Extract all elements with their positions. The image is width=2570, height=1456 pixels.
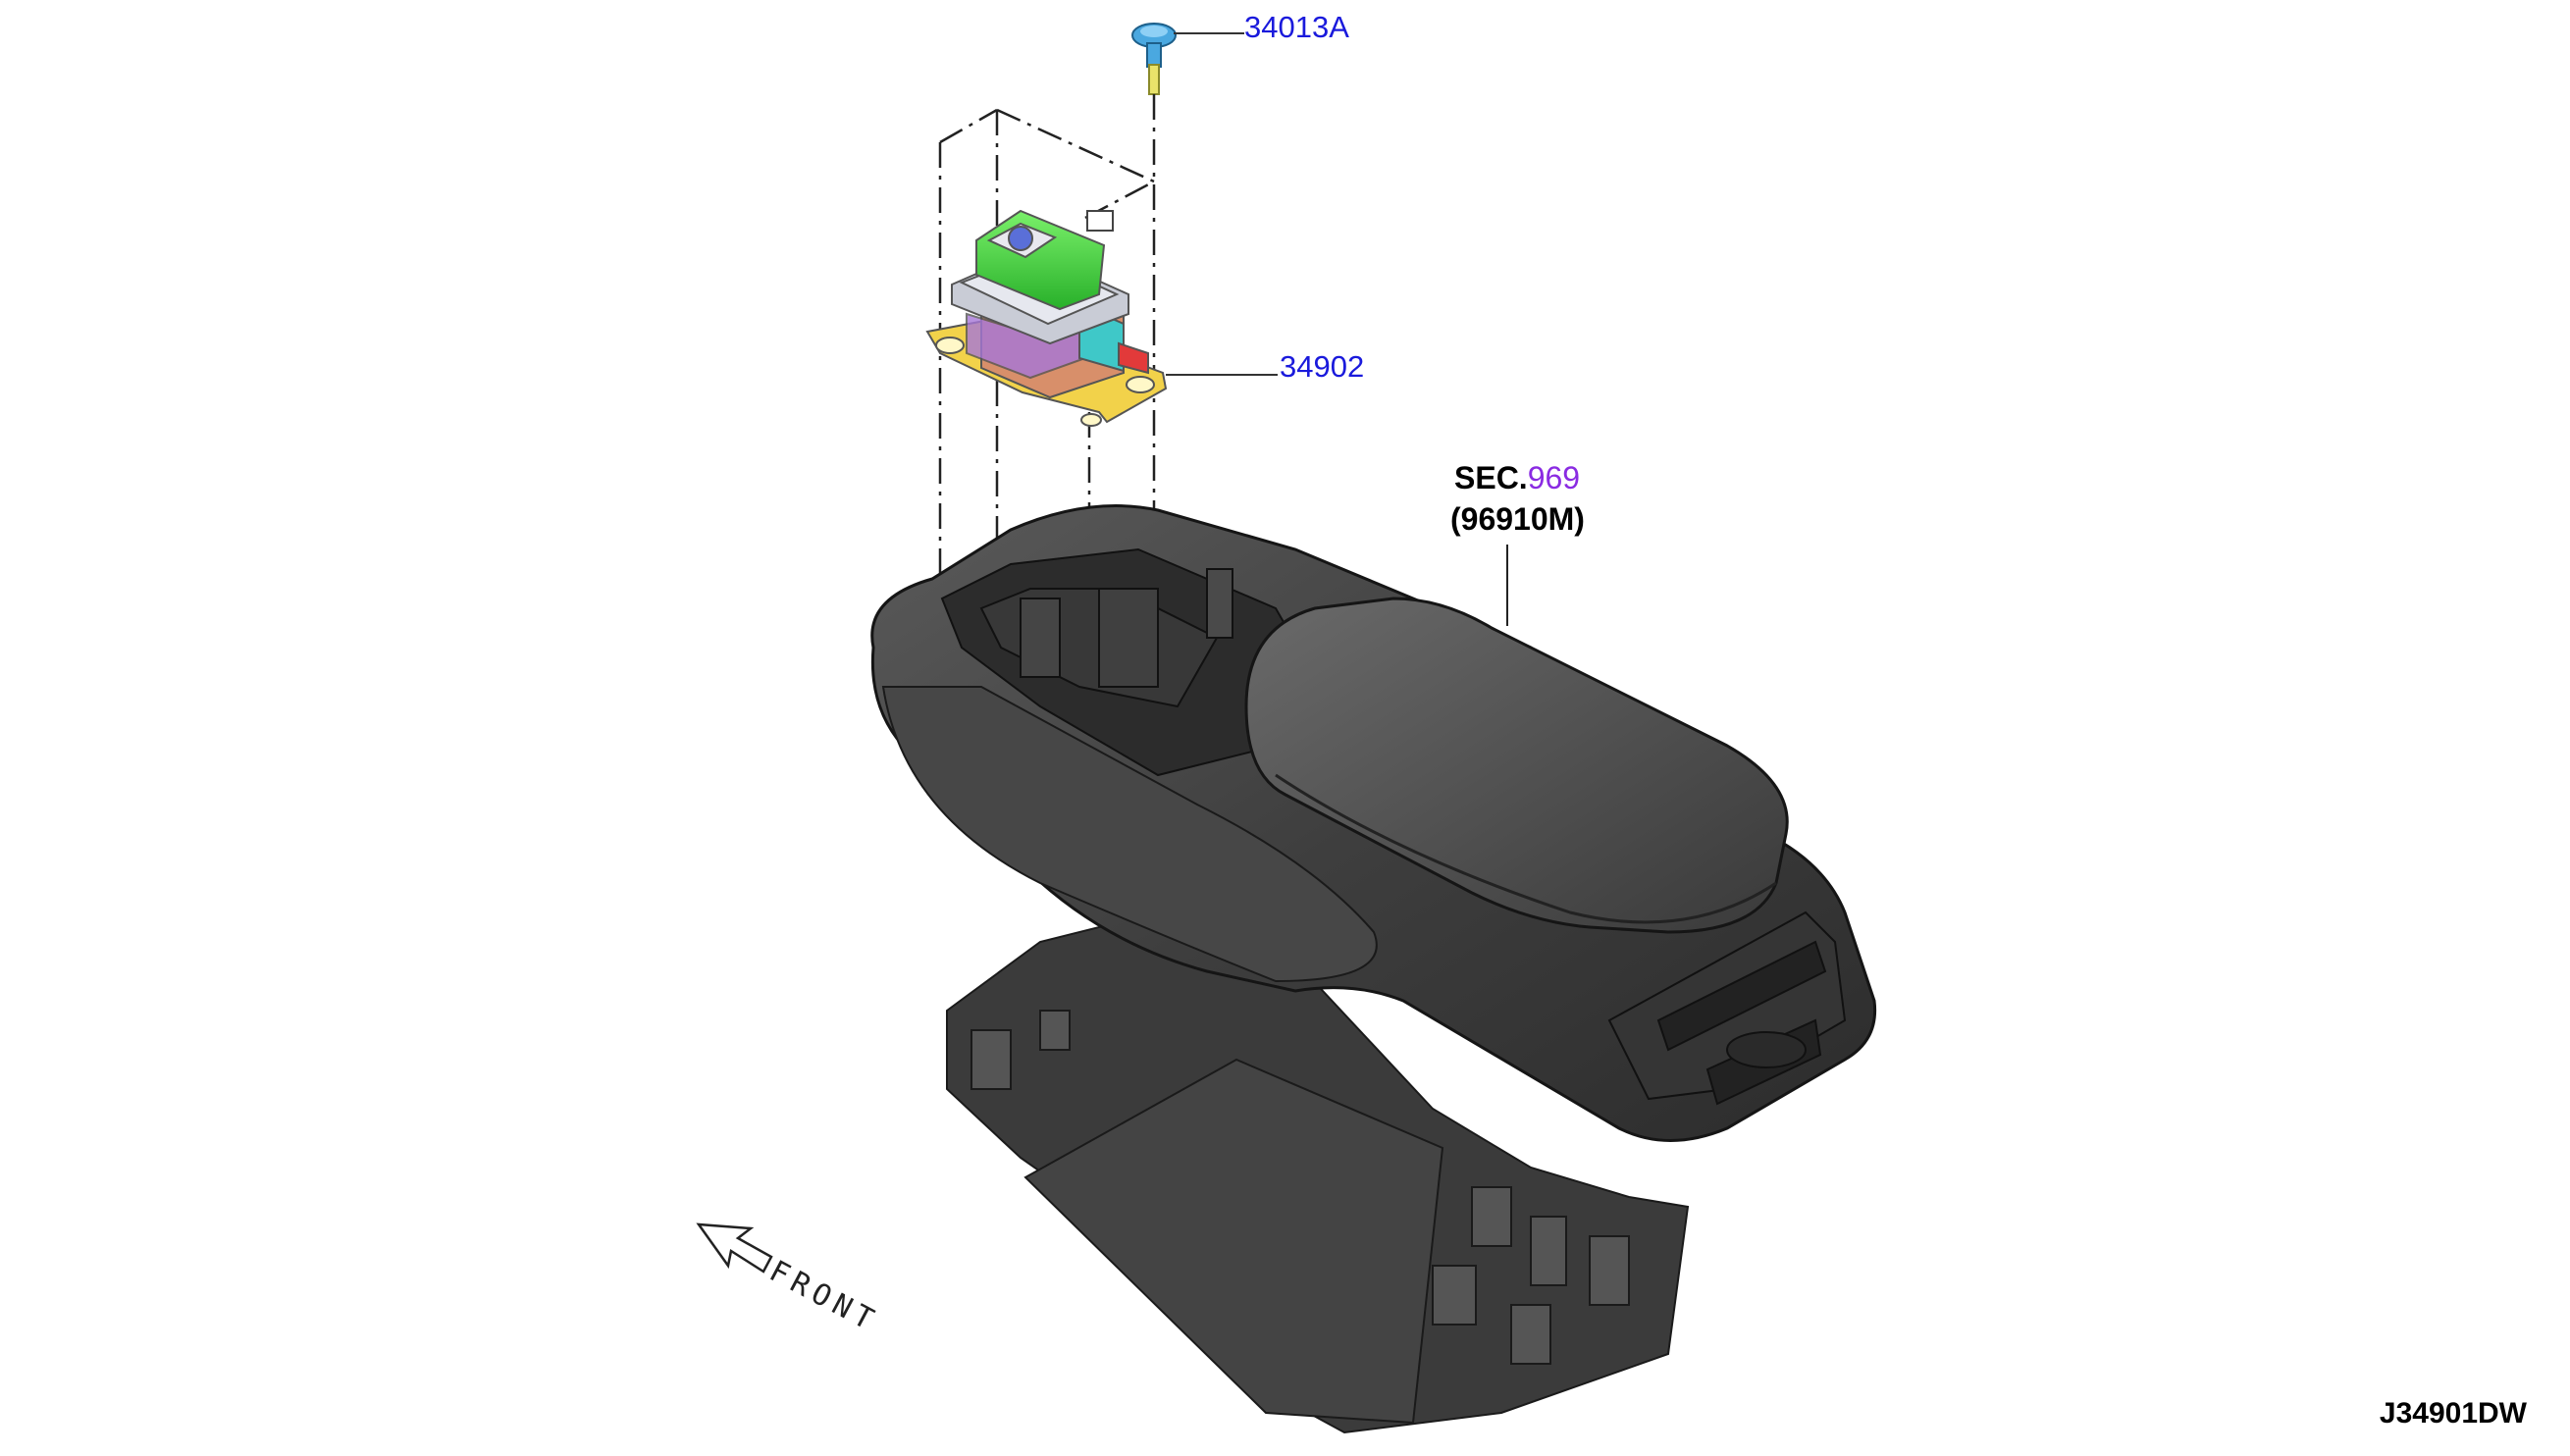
switch-part-graphic [925,209,1278,427]
section-number: 969 [1528,460,1580,495]
callout-34013a: 34013A [1244,10,1349,44]
console-part-number: (96910M) [1450,501,1585,537]
section-callout: SEC.969 [1454,460,1580,495]
center-console-graphic [870,504,1877,1434]
clip-part-graphic [1131,23,1244,95]
callout-34902: 34902 [1280,349,1364,384]
front-arrow-label: FRONT [763,1254,884,1339]
front-arrow-icon [696,1222,773,1274]
section-prefix: SEC. [1454,460,1528,495]
drawing-code: J34901DW [2380,1397,2528,1430]
